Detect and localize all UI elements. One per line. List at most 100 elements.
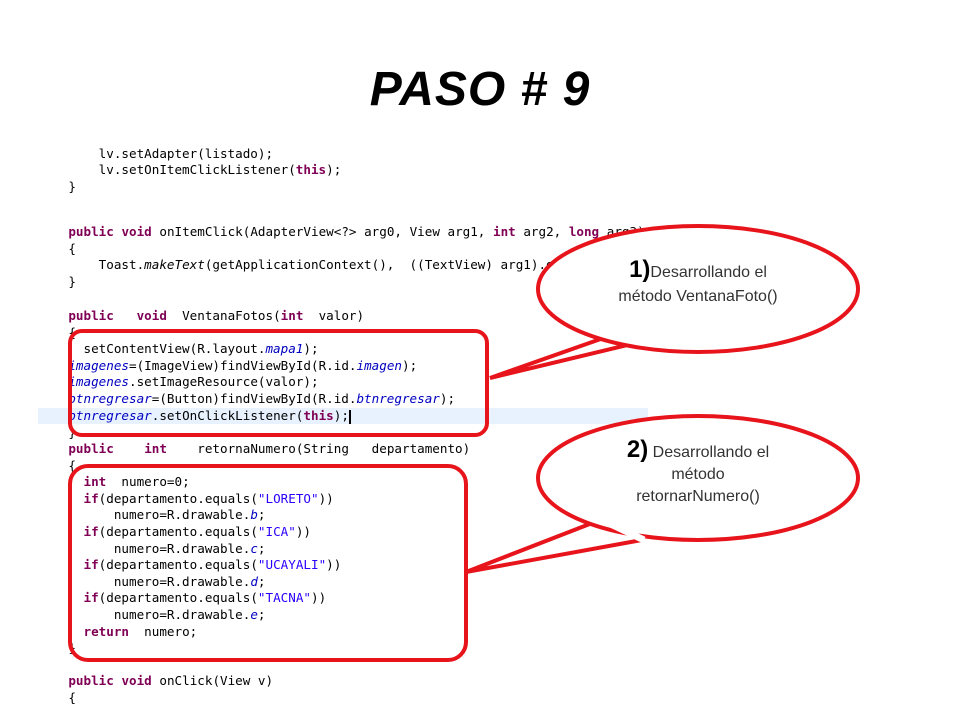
code-token: (departamento.equals( xyxy=(98,524,258,539)
code-token: =(Button)findViewById(R.id. xyxy=(151,391,357,406)
callout-1-line1: Desarrollando el xyxy=(650,264,767,281)
code-line: int numero=0; xyxy=(38,474,648,490)
code-line: { xyxy=(38,325,648,341)
code-token: ); xyxy=(303,341,319,356)
callout-2-text: 2) Desarrollando el método retornarNumer… xyxy=(566,436,830,506)
code-token: int xyxy=(280,308,304,323)
code-token: ; xyxy=(257,607,266,622)
code-line: if(departamento.equals("LORETO")) xyxy=(38,491,648,507)
slide-title: PASO # 9 xyxy=(369,63,591,116)
code-token: =(ImageView)findViewById(R.id. xyxy=(129,358,357,373)
code-token: btnregresar xyxy=(356,391,440,406)
code-line: setContentView(R.layout.mapa1); xyxy=(38,341,648,357)
code-token: imagen xyxy=(356,358,402,373)
code-token: if xyxy=(83,557,99,572)
code-token: VentanaFotos( xyxy=(166,308,281,323)
code-token: numero=R.drawable. xyxy=(38,507,251,522)
code-line: numero=R.drawable.e; xyxy=(38,607,648,623)
code-token: d xyxy=(250,574,258,589)
code-line: return numero; xyxy=(38,624,648,640)
code-line: public void onClick(View v) xyxy=(38,673,648,689)
code-token: int xyxy=(492,224,516,239)
code-token: )) xyxy=(295,524,311,539)
code-token: ; xyxy=(257,541,266,556)
callout-2-number: 2) xyxy=(626,436,649,463)
code-token: ); xyxy=(439,391,456,406)
code-token: mapa1 xyxy=(265,341,304,356)
code-line: btnregresar.setOnClickListener(this); xyxy=(38,408,648,424)
code-token: numero; xyxy=(129,624,198,639)
code-token: } xyxy=(38,179,76,194)
code-token: if xyxy=(83,491,99,506)
code-token: )) xyxy=(318,491,334,506)
code-token: .setOnClickListener( xyxy=(151,408,304,423)
code-token: retornaNumero(String departamento) xyxy=(166,441,471,456)
code-token: int xyxy=(83,474,107,489)
code-token: if xyxy=(83,590,99,605)
code-token: numero=R.drawable. xyxy=(38,574,251,589)
code-token: "UCAYALI" xyxy=(257,557,327,572)
code-token: (departamento.equals( xyxy=(98,590,258,605)
code-token: makeText xyxy=(144,257,205,272)
code-token: c xyxy=(250,541,258,556)
code-token: .setImageResource(valor); xyxy=(129,374,319,389)
code-token: numero=R.drawable. xyxy=(38,541,251,556)
highlight-box-ventanafotos xyxy=(68,329,489,437)
code-line: { xyxy=(38,458,648,474)
code-token: b xyxy=(250,507,258,522)
callout-2-line1: Desarrollando el xyxy=(652,444,770,461)
callout-2-bubble xyxy=(465,414,860,574)
callout-1-number: 1) xyxy=(629,256,651,283)
code-token: void xyxy=(136,308,167,323)
code-line: } xyxy=(38,179,648,195)
code-token: ); xyxy=(333,408,349,423)
code-token: setContentView(R.layout. xyxy=(38,341,266,356)
code-token: onItemClick(AdapterView<?> arg0, View ar… xyxy=(151,224,493,239)
code-token: btnregresar xyxy=(68,408,152,423)
code-line: public int retornaNumero(String departam… xyxy=(38,441,648,457)
code-line: btnregresar=(Button)findViewById(R.id.bt… xyxy=(38,391,648,407)
code-token: this xyxy=(295,162,327,177)
callout-1-bubble xyxy=(489,224,860,380)
code-line: public void onItemClick(AdapterView<?> a… xyxy=(38,224,648,240)
code-token: { xyxy=(38,241,76,256)
code-editor-excerpt: lv.setAdapter(listado); lv.setOnItemClic… xyxy=(38,146,648,720)
code-token: e xyxy=(250,607,258,622)
code-token: ; xyxy=(257,574,266,589)
code-token: imagenes xyxy=(68,358,130,373)
code-line: } xyxy=(38,274,648,290)
code-token: valor) xyxy=(303,308,365,323)
code-token: public xyxy=(68,441,114,456)
code-line: if(departamento.equals("ICA")) xyxy=(38,524,648,540)
code-token: public xyxy=(68,673,114,688)
text-caret xyxy=(348,409,351,424)
callout-2-line2: método xyxy=(671,466,725,483)
callout-1-text: 1)Desarrollando el método VentanaFoto() xyxy=(558,256,838,306)
code-token: { xyxy=(38,458,76,473)
code-token: void xyxy=(121,673,152,688)
code-line: lv.setOnItemClickListener(this); xyxy=(38,162,648,178)
code-token: { xyxy=(38,690,76,705)
code-line: numero=R.drawable.b; xyxy=(38,507,648,523)
code-token: imagenes xyxy=(68,374,130,389)
code-token: ; xyxy=(257,507,266,522)
code-token: arg2, xyxy=(515,224,569,239)
code-token: )) xyxy=(310,590,327,605)
highlight-box-retornanumero xyxy=(68,464,468,662)
code-line: { xyxy=(38,241,648,257)
code-token: public xyxy=(68,308,114,323)
code-token: lv.setOnItemClickListener( xyxy=(38,162,296,177)
code-token: numero=R.drawable. xyxy=(38,607,251,622)
code-token: int xyxy=(144,441,167,456)
code-line: numero=R.drawable.d; xyxy=(38,574,648,590)
code-token: )) xyxy=(326,557,342,572)
callout-1-line2: método VentanaFoto() xyxy=(618,288,778,305)
code-token: void xyxy=(121,224,152,239)
code-line: { xyxy=(38,690,648,706)
code-token: long xyxy=(568,224,600,239)
code-line: if(departamento.equals("TACNA")) xyxy=(38,590,648,606)
code-token: return xyxy=(83,624,130,639)
code-token: "LORETO" xyxy=(257,491,319,506)
callout-2-line3: retornarNumero() xyxy=(636,488,760,505)
